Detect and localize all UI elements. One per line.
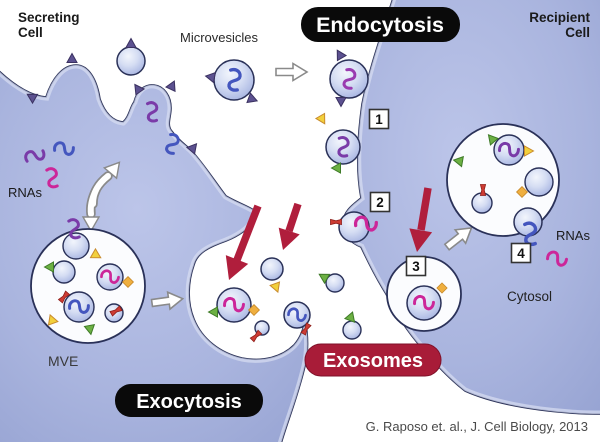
endocytosis-vesicles <box>315 47 379 243</box>
purple-triangle-icon <box>66 53 78 63</box>
secreting-cell-body <box>0 64 309 442</box>
step-box-3: 3 <box>405 255 427 277</box>
membrane-buds-and-microvesicles <box>24 38 260 155</box>
endocytosis-label: Endocytosis <box>316 13 444 37</box>
secreting-cell-title-line2: Cell <box>18 25 43 40</box>
red-arrow-middle <box>278 202 302 250</box>
step-box-4: 4 <box>510 242 532 264</box>
cytosol-label: Cytosol <box>507 289 552 304</box>
microvesicles-label: Microvesicles <box>180 30 259 45</box>
exocytosis-label: Exocytosis <box>136 391 242 413</box>
endocytosis-pill: Endocytosis <box>301 7 460 42</box>
step-2-number: 2 <box>376 195 384 210</box>
purple-triangle-icon <box>165 78 180 92</box>
recipient-cell-title-line2: Cell <box>565 25 590 40</box>
purple-triangle-icon <box>125 38 137 48</box>
yellow-triangle-icon <box>315 112 330 127</box>
recipient-cell-title-line1: Recipient <box>529 10 590 25</box>
exocytosis-pill: Exocytosis <box>115 384 263 417</box>
text-labels: Secreting Cell Recipient Cell Microvesic… <box>8 10 591 434</box>
purple-triangle-icon <box>246 92 260 107</box>
exosome-plain <box>342 320 362 340</box>
red-protein-icon <box>330 218 342 226</box>
citation-text: G. Raposo et. al., J. Cell Biology, 2013 <box>366 419 588 434</box>
red-uptake-arrows <box>225 187 433 280</box>
rnas-right-label: RNAs <box>556 228 590 243</box>
microvesicle-transfer-arrow <box>275 62 308 82</box>
green-triangle-icon <box>208 306 218 318</box>
exosomes-pill: Exosomes <box>304 343 442 377</box>
red-arrow-left <box>225 204 262 280</box>
recipient-cell-rim-highlight <box>342 0 600 414</box>
rna-sorting-fork-arrow <box>82 156 127 232</box>
green-triangle-icon <box>331 162 341 174</box>
purple-triangle-icon <box>204 70 216 84</box>
mve-budding-vesicle <box>62 232 90 260</box>
rnas-left-label: RNAs <box>8 185 42 200</box>
step-box-2: 2 <box>369 191 391 213</box>
step-3-number: 3 <box>412 259 420 274</box>
yellow-triangle-icon <box>269 281 284 295</box>
secreting-cell-title-line1: Secreting <box>18 10 80 25</box>
ilv-plain <box>52 260 76 284</box>
exosome-cloud <box>208 257 362 343</box>
sorting-endosome-step4 <box>446 123 560 248</box>
step-4-number: 4 <box>517 246 525 261</box>
purple-triangle-icon <box>335 97 347 107</box>
exosome-plain <box>325 273 345 293</box>
free-microvesicle-plain <box>116 46 146 76</box>
red-arrow-right <box>409 187 433 252</box>
ilv-small <box>471 192 493 214</box>
secreting-cell-shape <box>0 64 309 442</box>
step-boxes: 1 2 3 4 <box>368 108 532 277</box>
mve-label: MVE <box>48 353 78 369</box>
ilv-plain <box>524 167 554 197</box>
exosomes-label: Exosomes <box>323 350 423 372</box>
step-box-1: 1 <box>368 108 390 130</box>
exosome-plain <box>260 257 284 281</box>
step-1-number: 1 <box>375 112 383 127</box>
mve-organelle <box>30 216 146 344</box>
purple-triangle-icon <box>332 47 347 62</box>
pill-labels: Endocytosis Exocytosis Exosomes <box>115 7 460 417</box>
